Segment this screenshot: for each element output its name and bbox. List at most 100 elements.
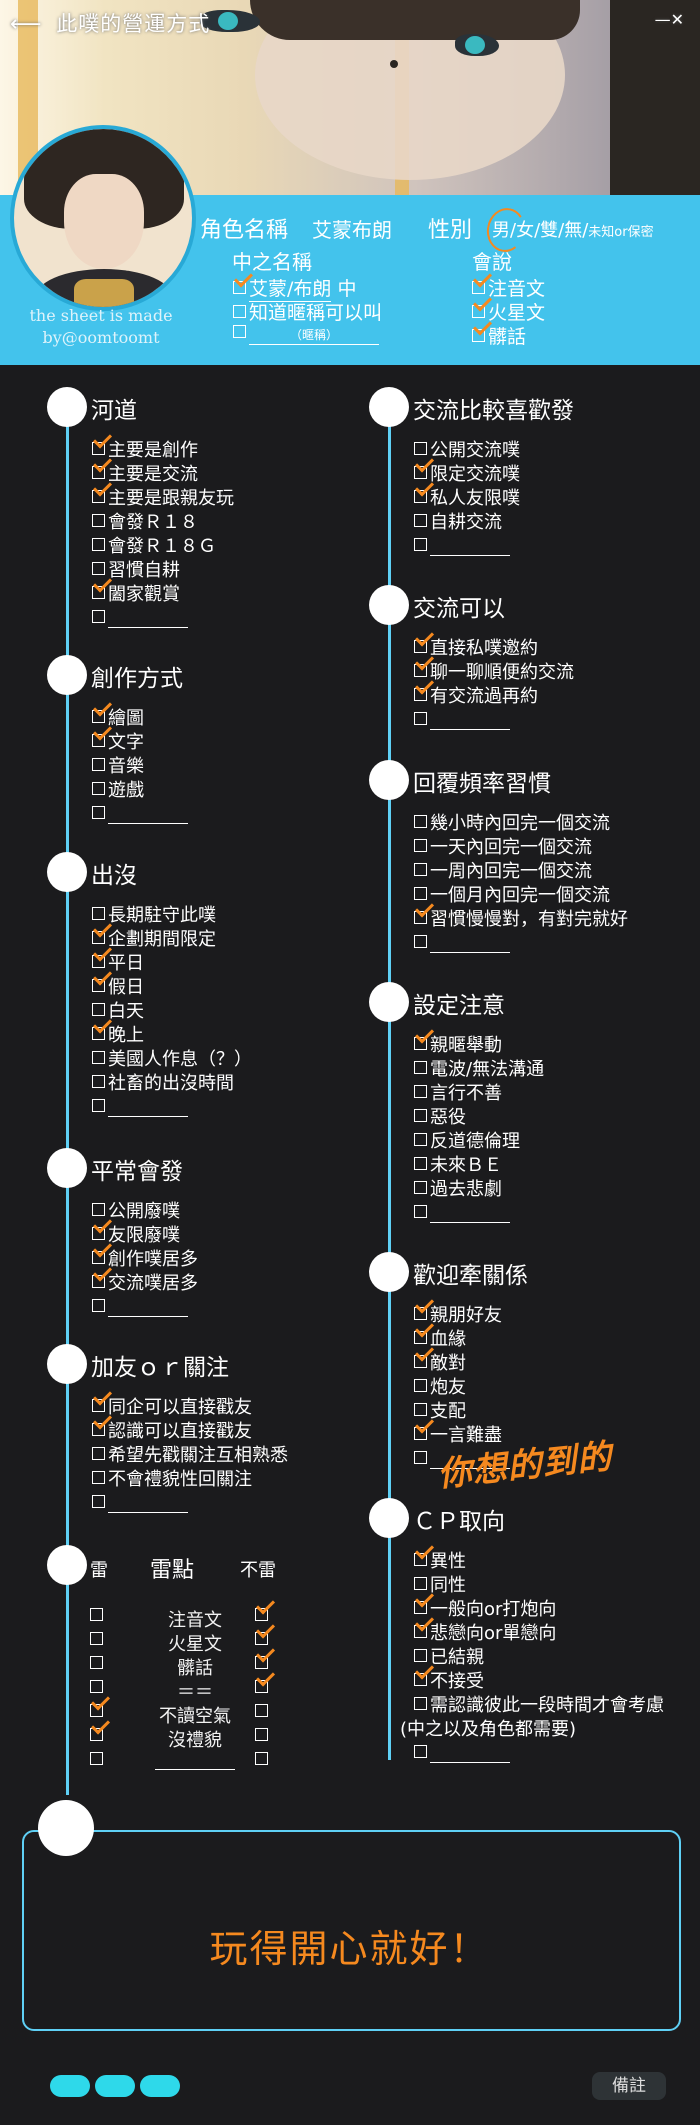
checklist-item[interactable]: 需認識彼此一段時間才會考慮 (414, 1694, 664, 1718)
checklist-item[interactable]: 支配 (414, 1400, 510, 1424)
close-icon[interactable]: —✕ (654, 10, 684, 29)
checkbox[interactable] (92, 907, 105, 920)
page-pill[interactable] (140, 2075, 180, 2097)
checkbox[interactable] (92, 1495, 105, 1508)
checkbox[interactable] (92, 538, 105, 551)
checklist-blank-item[interactable] (414, 709, 574, 733)
checkbox[interactable] (414, 1673, 427, 1686)
checklist-item[interactable]: 遊戲 (92, 779, 188, 803)
checklist-blank-item[interactable] (414, 1448, 510, 1472)
checkbox[interactable] (92, 442, 105, 455)
checklist-item[interactable]: 炮友 (414, 1376, 510, 1400)
checkbox[interactable] (414, 1745, 427, 1758)
checklist-item[interactable]: 惡役 (414, 1106, 544, 1130)
checkbox[interactable] (414, 538, 427, 551)
checklist-item[interactable]: 血緣 (414, 1328, 510, 1352)
checklist-item[interactable]: 企劃期間限定 (92, 928, 252, 952)
checklist-blank-item[interactable] (414, 1742, 664, 1766)
checklist-item[interactable]: 異性 (414, 1550, 664, 1574)
checkbox[interactable] (414, 1085, 427, 1098)
checkbox[interactable] (92, 490, 105, 503)
checkbox[interactable] (92, 1027, 105, 1040)
checklist-item[interactable]: 親暱舉動 (414, 1034, 544, 1058)
checkbox[interactable] (92, 1399, 105, 1412)
checkbox[interactable] (414, 1451, 427, 1464)
checkbox[interactable] (92, 955, 105, 968)
checkbox[interactable] (414, 1355, 427, 1368)
checkbox[interactable] (92, 734, 105, 747)
checkbox[interactable] (472, 329, 485, 342)
checklist-item[interactable]: 友限廢噗 (92, 1224, 198, 1248)
checklist-blank-item[interactable] (414, 535, 520, 559)
checkbox[interactable] (414, 1157, 427, 1170)
checklist-item[interactable]: 創作噗居多 (92, 1248, 198, 1272)
checkbox[interactable] (92, 710, 105, 723)
checklist-item[interactable]: 言行不善 (414, 1082, 544, 1106)
checkbox[interactable] (414, 1577, 427, 1590)
checkbox[interactable] (414, 514, 427, 527)
checkbox[interactable] (414, 712, 427, 725)
checklist-item[interactable]: 主要是跟親友玩 (92, 487, 234, 511)
checkbox[interactable] (233, 305, 246, 318)
lei-left-check[interactable] (90, 1678, 106, 1699)
checkbox[interactable] (92, 610, 105, 623)
blank-line[interactable] (430, 713, 510, 730)
checkbox[interactable] (414, 1109, 427, 1122)
blank-line[interactable] (155, 1753, 235, 1770)
checkbox[interactable] (92, 1075, 105, 1088)
checklist-item[interactable]: 不會禮貌性回關注 (92, 1468, 288, 1492)
lei-left-check[interactable] (90, 1702, 106, 1723)
checkbox[interactable] (255, 1632, 268, 1645)
checklist-item[interactable]: 白天 (92, 1000, 252, 1024)
checkbox[interactable] (414, 1037, 427, 1050)
checklist-item[interactable]: 公開交流噗 (414, 439, 520, 463)
checkbox[interactable] (255, 1752, 268, 1765)
checkbox[interactable] (414, 887, 427, 900)
lei-blank-row[interactable] (90, 1750, 310, 1774)
blank-line[interactable] (430, 1206, 510, 1223)
checkbox[interactable] (90, 1680, 103, 1693)
checkbox[interactable] (92, 1447, 105, 1460)
checklist-item[interactable]: 會發Ｒ１８Ｇ (92, 535, 234, 559)
checklist-item[interactable]: 不接受 (414, 1670, 664, 1694)
lei-left-check[interactable] (90, 1630, 106, 1651)
checkbox[interactable] (255, 1728, 268, 1741)
checklist-item[interactable]: 長期駐守此噗 (92, 904, 252, 928)
checkbox[interactable] (90, 1632, 103, 1645)
checklist-blank-item[interactable] (92, 1492, 288, 1516)
checklist-item[interactable]: 直接私噗邀約 (414, 637, 574, 661)
page-pill[interactable] (50, 2075, 90, 2097)
blank-line[interactable] (430, 1452, 510, 1469)
checkbox[interactable] (414, 1625, 427, 1638)
blank-line[interactable] (430, 539, 510, 556)
checklist-item[interactable]: 悲戀向or單戀向 (414, 1622, 664, 1646)
checkbox[interactable] (414, 1061, 427, 1074)
checklist-item[interactable]: 音樂 (92, 755, 188, 779)
checklist-blank-item[interactable] (92, 803, 188, 827)
checkbox[interactable] (414, 1205, 427, 1218)
checkbox[interactable] (92, 586, 105, 599)
checklist-item[interactable]: 一周內回完一個交流 (414, 860, 628, 884)
checklist-item[interactable]: 反道德倫理 (414, 1130, 544, 1154)
checkbox[interactable] (414, 1649, 427, 1662)
checklist-item[interactable]: 習慣自耕 (92, 559, 234, 583)
checklist-item[interactable]: 已結親 (414, 1646, 664, 1670)
checklist-item[interactable]: 繪圖 (92, 707, 188, 731)
checkbox[interactable] (90, 1704, 103, 1717)
blank-line[interactable] (108, 1496, 188, 1513)
checklist-blank-item[interactable] (414, 1202, 544, 1226)
blank-line[interactable] (430, 1746, 510, 1763)
checkbox[interactable] (233, 281, 246, 294)
checkbox[interactable] (92, 514, 105, 527)
checklist-blank-item[interactable] (92, 1296, 198, 1320)
checkbox[interactable] (90, 1656, 103, 1669)
checkbox[interactable] (92, 1275, 105, 1288)
checklist-item[interactable]: 一天內回完一個交流 (414, 836, 628, 860)
checkbox[interactable] (92, 1227, 105, 1240)
checkbox[interactable] (414, 1133, 427, 1146)
checklist-blank-item[interactable] (92, 607, 234, 631)
checklist-item[interactable]: 電波/無法溝通 (414, 1058, 544, 1082)
lei-right-check[interactable] (255, 1654, 271, 1675)
checkbox[interactable] (414, 688, 427, 701)
checkbox[interactable] (414, 1181, 427, 1194)
